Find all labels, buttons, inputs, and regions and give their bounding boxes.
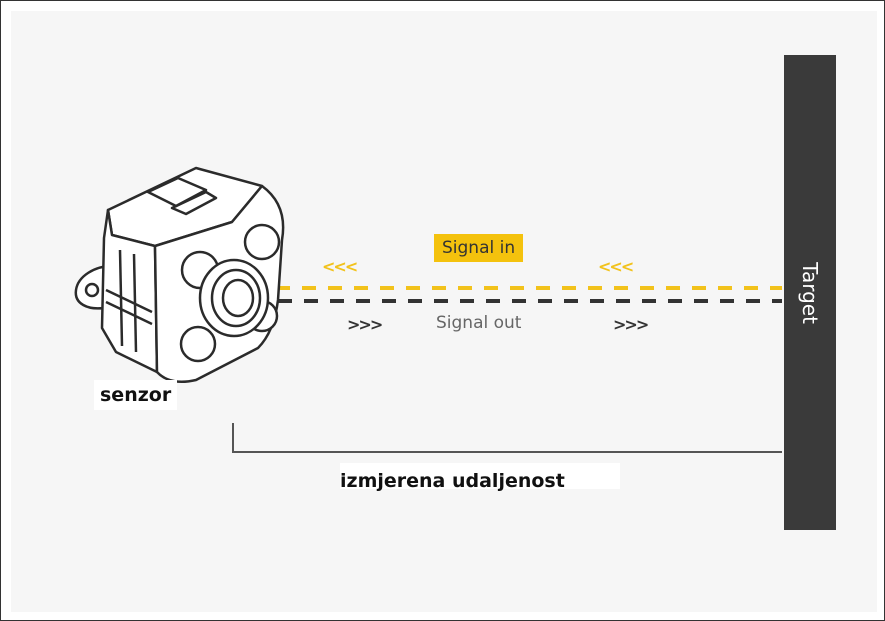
sensor-icon bbox=[74, 166, 285, 383]
incoming-arrow-right: <<< bbox=[598, 257, 634, 276]
distance-label-backdrop bbox=[340, 463, 620, 489]
distance-label: izmjerena udaljenost bbox=[340, 470, 565, 492]
outgoing-arrow-right: >>> bbox=[613, 315, 649, 334]
outgoing-arrow-left: >>> bbox=[347, 315, 383, 334]
signal-in-label: Signal in bbox=[434, 234, 524, 262]
target-wall bbox=[784, 55, 836, 530]
distance-bracket bbox=[232, 423, 782, 453]
incoming-arrow-left: <<< bbox=[322, 257, 358, 276]
signal-out-label: Signal out bbox=[436, 313, 522, 333]
sensor-label: senzor bbox=[94, 380, 178, 410]
target-label: Target bbox=[798, 262, 822, 324]
